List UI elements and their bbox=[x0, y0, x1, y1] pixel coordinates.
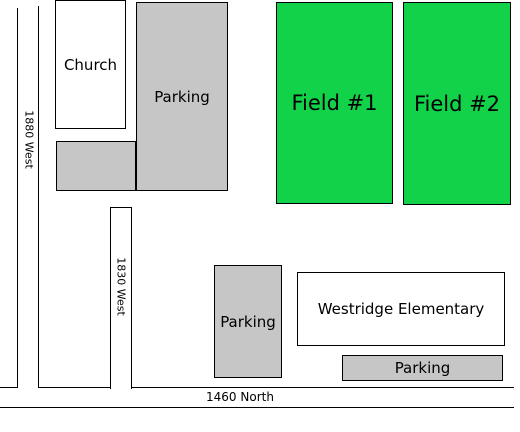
street-1880-west-right-edge bbox=[38, 6, 39, 388]
parking-center: Parking bbox=[214, 265, 282, 378]
parking-north: Parking bbox=[136, 2, 228, 191]
field-1-label: Field #1 bbox=[291, 91, 378, 115]
church: Church bbox=[55, 0, 126, 129]
parking-north-annex bbox=[56, 141, 136, 191]
field-1: Field #1 bbox=[276, 2, 393, 204]
street-1460-north-top-left bbox=[0, 387, 18, 388]
parking-center-label: Parking bbox=[220, 312, 276, 331]
street-1830-west bbox=[110, 207, 132, 389]
parking-north-label: Parking bbox=[154, 87, 210, 106]
street-1880-west-left-edge bbox=[17, 8, 18, 388]
street-1460-north-label: 1460 North bbox=[206, 390, 274, 404]
street-1460-north-top-mid bbox=[38, 387, 111, 388]
field-2: Field #2 bbox=[403, 2, 511, 205]
street-1460-north-top-right bbox=[131, 387, 514, 388]
westridge-elementary-label: Westridge Elementary bbox=[317, 300, 485, 318]
street-1460-north-bottom-edge bbox=[0, 407, 514, 408]
street-1830-west-label: 1830 West bbox=[114, 257, 128, 316]
street-1880-west-label: 1880 West bbox=[22, 110, 36, 169]
parking-south: Parking bbox=[342, 355, 503, 381]
westridge-elementary: Westridge Elementary bbox=[297, 272, 505, 346]
field-2-label: Field #2 bbox=[413, 91, 501, 116]
parking-south-label: Parking bbox=[394, 359, 451, 377]
church-label: Church bbox=[63, 55, 118, 74]
